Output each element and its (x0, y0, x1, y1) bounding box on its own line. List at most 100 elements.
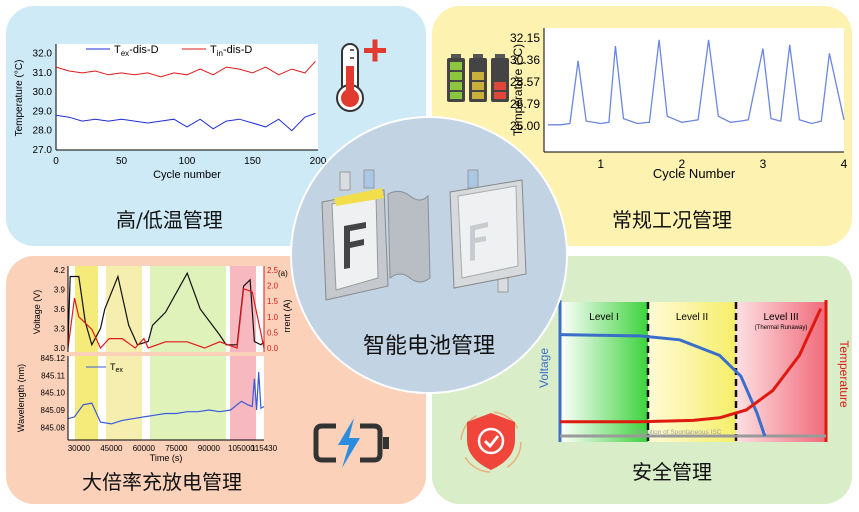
bl-highlight-7 (150, 356, 226, 440)
bl-current-label: rrent (A) (282, 299, 292, 332)
bl-voltage-tick: 3.3 (54, 325, 66, 334)
bl-current-ticks: 2.52.01.51.00.50.0 (267, 266, 279, 353)
bl-highlight-2 (106, 266, 142, 352)
center-circle: 智能电池管理 (290, 116, 568, 394)
bl-highlight-8 (230, 356, 256, 440)
tr-plot-area (544, 28, 844, 152)
tl-y-label: Temperature (°C) (14, 60, 25, 137)
tr-x-tick: 4 (841, 157, 848, 171)
tl-series-ex (55, 112, 316, 132)
cell-closed-inner (457, 185, 519, 279)
br-panel-title: 安全管理 (632, 460, 712, 484)
br-level3-sublabel: (Thermal Runaway) (755, 325, 808, 331)
tl-y-tick: 31.0 (33, 68, 53, 79)
cell-closed-pattern (470, 222, 488, 261)
tr-x-label: Cycle Number (653, 166, 736, 181)
lightning-battery-icon (313, 418, 389, 468)
cell-tab-left-1 (339, 171, 351, 191)
tl-y-tick: 29.0 (33, 106, 53, 117)
bl-highlight-5 (75, 356, 98, 440)
cell-foil-sheet (387, 190, 431, 283)
bl-wavelength-tick: 845.08 (41, 423, 66, 432)
bl-x-tick: 90000 (198, 444, 221, 453)
bl-voltage-label: Voltage (V) (32, 290, 42, 335)
tr-series (548, 39, 845, 126)
bl-x-tick: 115430 (251, 444, 278, 453)
tl-legend-in: Tin-dis-D (210, 44, 252, 58)
tl-y-tick: 28.0 (33, 126, 53, 137)
tl-x-tick: 150 (244, 156, 261, 167)
cell-tab-right-2 (497, 277, 509, 293)
bl-wavelength-tick: 845.10 (41, 389, 66, 398)
tr-y-label: Temperature (°C) (511, 44, 525, 136)
bl-voltage-ticks: 4.23.93.63.33.0 (54, 266, 66, 353)
pouch-cell-illustration (321, 169, 527, 301)
thermometer-plus-icon (336, 39, 386, 112)
tr-y-tick: 26.79 (510, 97, 540, 111)
bl-legend: Tex (110, 362, 123, 374)
tl-legend-ex: Tex-dis-D (114, 44, 159, 58)
bl-wavelength-tick: 845.11 (41, 371, 65, 380)
tl-x-tick: 200 (310, 156, 327, 167)
bl-x-tick: 105000 (228, 444, 255, 453)
bl-voltage-tick: 3.6 (54, 305, 66, 314)
tl-y-ticks: 32.0 31.0 30.0 29.0 28.0 27.0 (33, 49, 53, 156)
bl-voltage-tick: 3.0 (54, 344, 66, 353)
bl-panel-title: 大倍率充放电管理 (82, 470, 242, 494)
tl-y-tick: 32.0 (33, 49, 53, 60)
bl-current-tick: 2.5 (267, 266, 279, 275)
tr-y-tick: 30.36 (510, 53, 540, 67)
br-level3-label: Level III (763, 312, 798, 323)
tr-y-tick: 32.15 (510, 31, 540, 45)
br-temperature-label: Temperature (837, 340, 851, 408)
battery-levels-icon (447, 54, 509, 102)
tl-x-tick: 50 (116, 156, 128, 167)
tl-series-in (55, 60, 316, 78)
cell-tab-right-1 (467, 169, 479, 189)
bl-x-tick: 45000 (100, 444, 123, 453)
bl-current-tick: 1.5 (267, 297, 279, 306)
br-level1-label: Level I (589, 312, 618, 323)
cell-electrode-pattern (344, 222, 366, 269)
tl-plot-area (56, 44, 318, 150)
bl-x-tick: 60000 (133, 444, 156, 453)
bl-wavelength-label: Wavelength (nm) (16, 364, 26, 432)
bl-highlight-3 (150, 266, 226, 352)
bl-current-tick: 2.0 (267, 282, 279, 291)
tl-x-label: Cycle number (153, 169, 221, 181)
br-zone-level1 (560, 302, 648, 442)
bl-current-tick: 1.0 (267, 313, 279, 322)
panel-safety-management: Evolution of Spontaneous ISC Level I Lev… (432, 256, 852, 504)
cell-separator (334, 188, 384, 206)
bl-current-tick: 0.5 (267, 328, 279, 337)
bl-x-label: Time (s) (150, 453, 183, 463)
tl-y-tick: 30.0 (33, 87, 53, 98)
tl-y-tick: 27.0 (33, 145, 53, 156)
br-voltage-label: Voltage (537, 348, 551, 388)
bl-label-a: (a) (278, 269, 288, 278)
bl-x-tick: 75000 (165, 444, 188, 453)
tl-x-tick: 100 (179, 156, 196, 167)
bl-wavelength-tick: 845.09 (41, 406, 66, 415)
bl-wavelength-tick: 845.12 (41, 354, 66, 363)
tr-x-tick: 3 (760, 157, 767, 171)
bl-x-tick: 30000 (68, 444, 91, 453)
bl-wavelength-ticks: 845.12 845.11 845.10 845.09 845.08 (41, 354, 66, 432)
tr-x-tick: 2 (678, 157, 685, 171)
br-isc-label: Evolution of Spontaneous ISC (635, 429, 722, 436)
bl-chart: 4.23.93.63.33.0 2.52.01.51.00.50.0 (a) V… (16, 266, 389, 468)
br-zone-level3 (736, 302, 826, 442)
bl-highlight-6 (106, 356, 142, 440)
center-title: 智能电池管理 (362, 334, 495, 359)
shield-check-icon (460, 411, 522, 473)
tr-y-tick: 25.00 (510, 119, 540, 133)
br-chart: Evolution of Spontaneous ISC Level I Lev… (460, 300, 851, 473)
br-temperature-curve (560, 307, 823, 424)
